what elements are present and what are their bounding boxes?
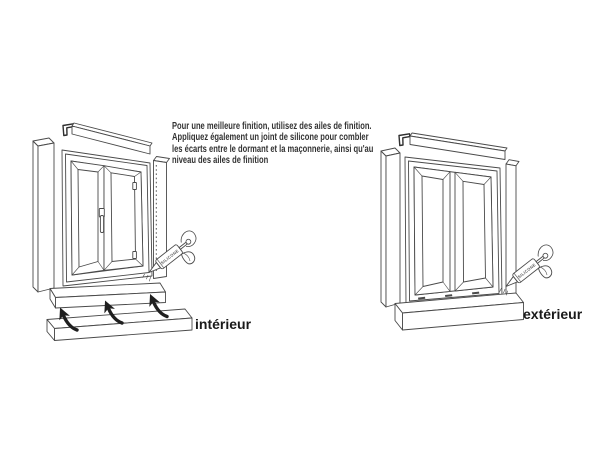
gun-loop-handle <box>180 230 197 247</box>
left-panel <box>413 166 451 296</box>
wing-profile-icon <box>398 133 411 147</box>
right-sash <box>103 165 144 271</box>
silicone-cartridge <box>512 258 540 284</box>
window-frame <box>404 156 503 306</box>
left-sash <box>70 160 105 276</box>
exterior-window-figure: SILICONE <box>380 132 554 331</box>
finishing-wing-right <box>153 156 170 279</box>
hinge-bottom <box>132 251 137 259</box>
hinge-top <box>132 182 137 190</box>
interior-window-figure: SILICONE <box>32 122 197 341</box>
gun-grip <box>538 265 553 279</box>
interior-label: intérieur <box>195 316 252 332</box>
inner-sill <box>49 282 166 309</box>
gun-grip <box>181 251 196 265</box>
finishing-wing-top <box>398 132 508 160</box>
instruction-text: Pour une meilleure finition, utilisez de… <box>172 120 374 166</box>
drainage-slots <box>418 291 480 300</box>
gun-loop-handle <box>537 244 554 261</box>
silicone-cartridge <box>155 244 183 270</box>
right-panel <box>454 171 494 292</box>
window-frame <box>61 149 153 287</box>
exterior-label: extérieur <box>523 306 583 322</box>
sill-arrows <box>59 294 169 332</box>
finishing-wing-left <box>380 147 401 308</box>
window-handle <box>98 208 105 233</box>
window-sill <box>394 292 524 331</box>
finishing-wing-left <box>32 137 55 293</box>
silicone-gun: SILICONE <box>142 230 197 282</box>
finishing-wing-top <box>62 122 153 155</box>
window-sill <box>46 308 193 341</box>
